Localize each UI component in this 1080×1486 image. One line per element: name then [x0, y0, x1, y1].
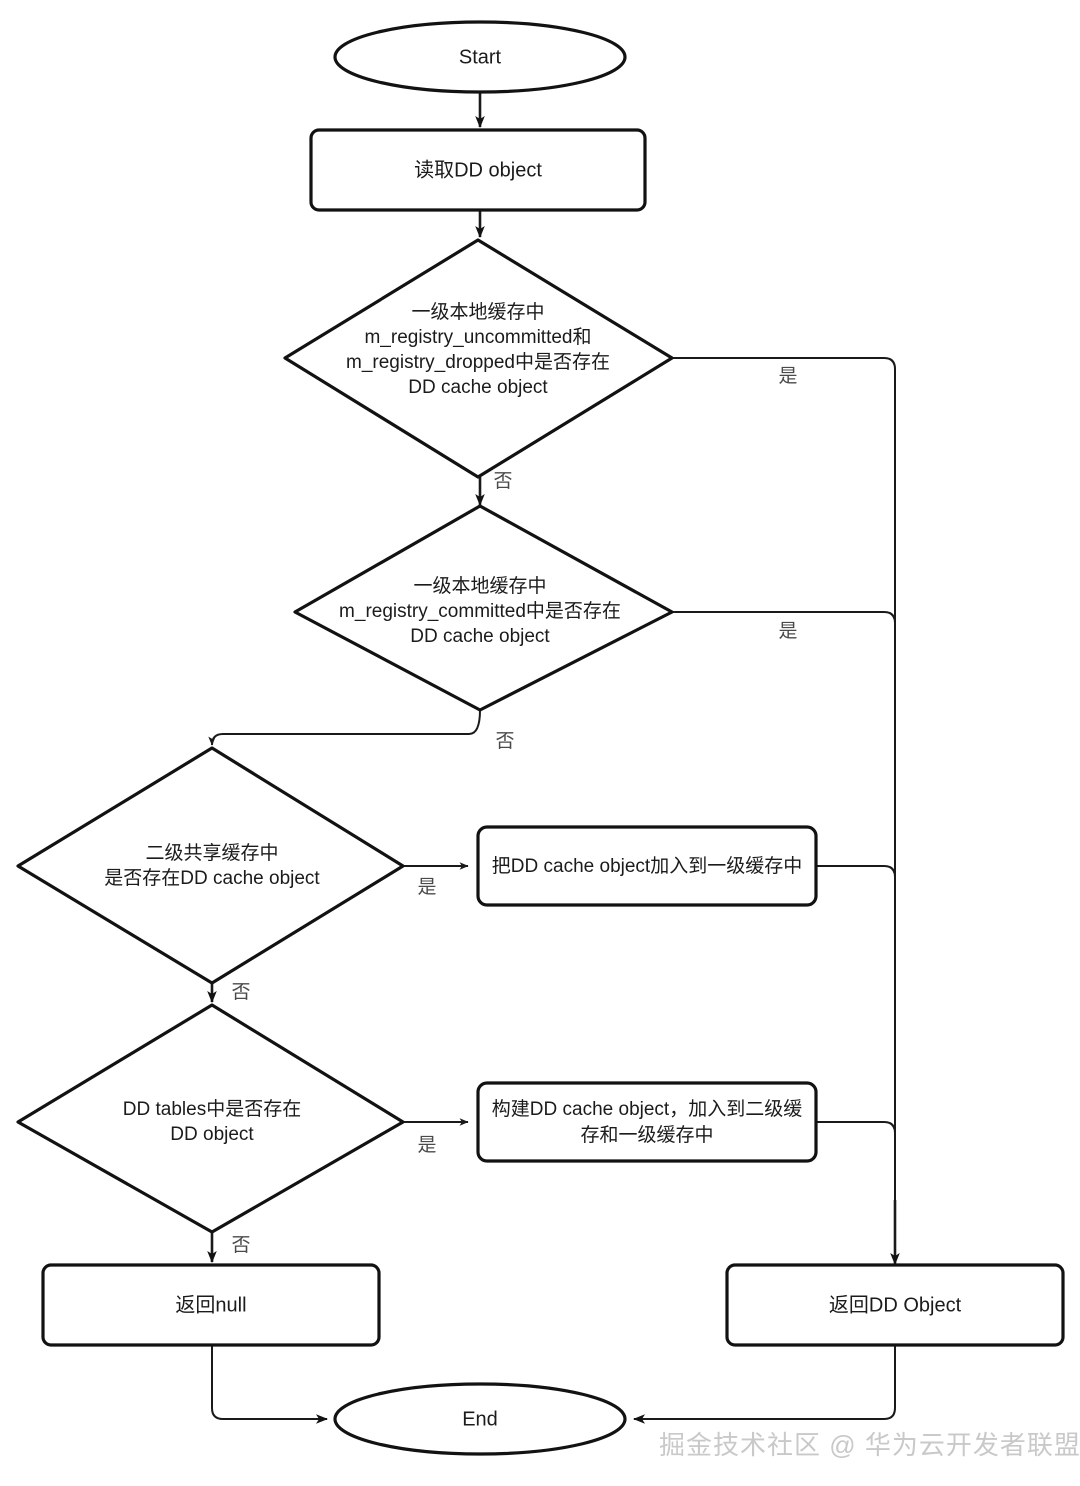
node-build-cache-object-line1: 构建DD cache object，加入到二级缓 [492, 1098, 802, 1120]
node-decision-l1-uncommitted-line3: m_registry_dropped中是否存在 [346, 351, 610, 373]
edge-decision2-yes [672, 611, 896, 624]
node-decision-l1-uncommitted-line4: DD cache object [408, 377, 548, 398]
node-decision-l2-shared-line1: 二级共享缓存中 [145, 842, 278, 864]
edge-label-decision4-no: 否 [231, 1235, 250, 1256]
node-start[interactable]: Start [333, 20, 627, 94]
node-decision-l2-shared-line2: 是否存在DD cache object [104, 867, 320, 889]
watermark-label: 掘金技术社区 @ 华为云开发者联盟 [659, 1430, 1080, 1460]
node-decision-l1-committed-line1: 一级本地缓存中 [413, 575, 546, 597]
node-decision-l1-uncommitted[interactable]: 一级本地缓存中 m_registry_uncommitted和 m_regist… [283, 238, 674, 479]
node-build-cache-object-line2: 存和一级缓存中 [580, 1124, 713, 1146]
node-return-null[interactable]: 返回null [41, 1263, 381, 1347]
node-start-label: Start [459, 46, 502, 68]
node-decision-l1-committed-line2: m_registry_committed中是否存在 [339, 600, 621, 622]
edge-build-to-trunk [815, 1121, 896, 1134]
node-decision-l1-uncommitted-line1: 一级本地缓存中 [411, 301, 544, 323]
node-add-to-l1-cache[interactable]: 把DD cache object加入到一级缓存中 [476, 825, 818, 907]
node-decision-l2-shared[interactable]: 二级共享缓存中 是否存在DD cache object [16, 746, 405, 985]
node-read-dd-object[interactable]: 读取DD object [309, 128, 647, 212]
edge-label-decision3-yes: 是 [417, 877, 436, 898]
edge-label-decision2-yes: 是 [778, 621, 797, 642]
edge-returnnull-to-end [211, 1345, 328, 1424]
edge-decision1-yes [672, 357, 896, 1255]
node-add-to-l1-cache-label: 把DD cache object加入到一级缓存中 [492, 855, 802, 877]
edge-label-decision1-yes: 是 [778, 366, 797, 387]
node-decision-l1-committed[interactable]: 一级本地缓存中 m_registry_committed中是否存在 DD cac… [293, 504, 674, 712]
node-end-label: End [462, 1408, 498, 1430]
node-decision-dd-tables-line2: DD object [170, 1124, 254, 1145]
edge-returndd-to-end [633, 1345, 896, 1424]
edge-label-decision4-yes: 是 [417, 1135, 436, 1156]
edge-decision2-no [208, 709, 481, 746]
edge-label-decision1-no: 否 [493, 471, 512, 492]
node-build-cache-object[interactable]: 构建DD cache object，加入到二级缓 存和一级缓存中 [476, 1081, 818, 1163]
node-return-null-label: 返回null [175, 1293, 246, 1316]
edge-addcache-to-trunk [815, 865, 896, 878]
node-return-dd-object-label: 返回DD Object [829, 1293, 962, 1316]
node-decision-l1-committed-line3: DD cache object [410, 626, 550, 647]
node-decision-dd-tables[interactable]: DD tables中是否存在 DD object [16, 1003, 405, 1234]
node-decision-dd-tables-line1: DD tables中是否存在 [123, 1098, 301, 1120]
node-end[interactable]: End [333, 1382, 627, 1456]
edge-label-decision3-no: 否 [231, 982, 250, 1003]
node-read-dd-object-label: 读取DD object [414, 158, 542, 181]
node-return-dd-object[interactable]: 返回DD Object [725, 1263, 1065, 1347]
edge-label-decision2-no: 否 [495, 731, 514, 752]
node-decision-l1-uncommitted-line2: m_registry_uncommitted和 [364, 326, 591, 348]
